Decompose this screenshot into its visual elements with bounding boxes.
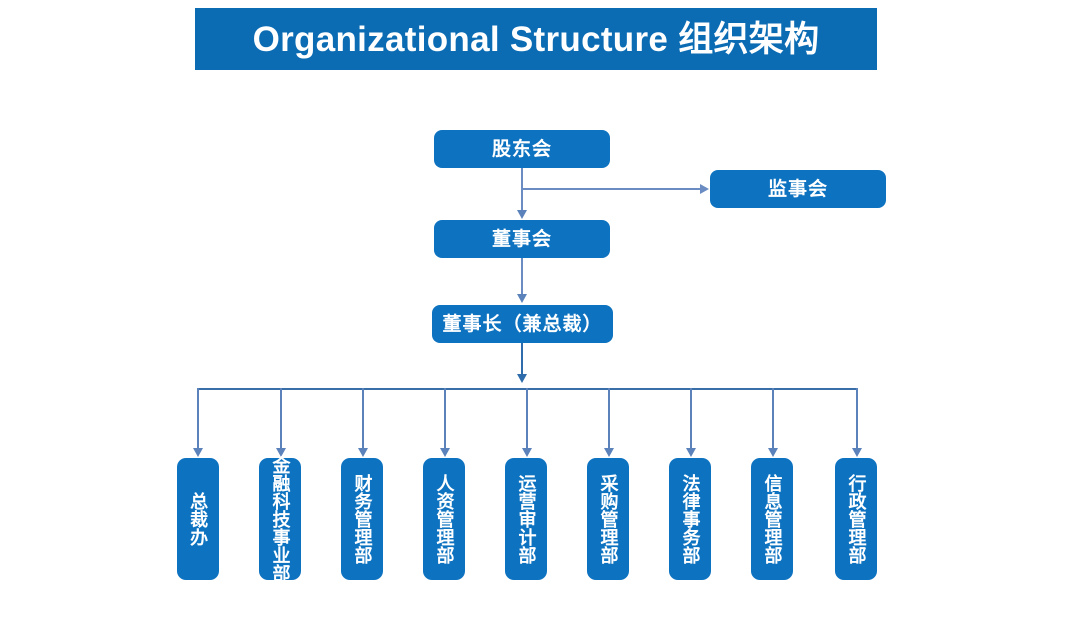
connector-chairman-to-bus: [521, 343, 523, 376]
drop-line-dept-3: [362, 388, 364, 450]
drop-line-dept-5: [526, 388, 528, 450]
drop-line-dept-4: [444, 388, 446, 450]
drop-line-dept-6: [608, 388, 610, 450]
dept-box-3[interactable]: 财务管理部: [341, 458, 383, 580]
node-board-of-supervisors[interactable]: 监事会: [710, 170, 886, 208]
dept-box-8[interactable]: 信息管理部: [751, 458, 793, 580]
arrowhead-dept-3: [358, 448, 368, 457]
dept-box-3-label: 财务管理部: [352, 474, 373, 564]
arrowhead-dept-1: [193, 448, 203, 457]
page-title: Organizational Structure 组织架构: [252, 19, 820, 59]
dept-box-1-label: 总裁办: [188, 492, 209, 546]
arrowhead-dept-9: [852, 448, 862, 457]
dept-box-9-label: 行政管理部: [846, 474, 867, 564]
node-chairman-president-label: 董事长（兼总裁）: [442, 313, 603, 335]
connector-shareholders-to-board: [521, 168, 523, 212]
dept-box-2-label: 金融科技事业部: [270, 456, 291, 582]
connector-board-to-chairman: [521, 258, 523, 296]
node-shareholders-meeting[interactable]: 股东会: [434, 130, 610, 168]
arrowhead-chairman-to-bus: [517, 374, 527, 383]
dept-box-6-label: 采购管理部: [598, 474, 619, 564]
connector-shareholders-to-supervisors: [522, 188, 702, 190]
page-title-banner: Organizational Structure 组织架构: [195, 8, 877, 70]
drop-line-dept-2: [280, 388, 282, 450]
node-board-of-directors-label: 董事会: [491, 228, 552, 250]
dept-box-2[interactable]: 金融科技事业部: [259, 456, 301, 582]
arrowhead-dept-4: [440, 448, 450, 457]
arrowhead-to-supervisors: [700, 184, 709, 194]
node-chairman-president[interactable]: 董事长（兼总裁）: [432, 305, 613, 343]
drop-line-dept-9: [856, 388, 858, 450]
dept-box-5[interactable]: 运营审计部: [505, 458, 547, 580]
dept-box-1[interactable]: 总裁办: [177, 458, 219, 580]
arrowhead-dept-6: [604, 448, 614, 457]
arrowhead-dept-5: [522, 448, 532, 457]
node-board-of-directors[interactable]: 董事会: [434, 220, 610, 258]
dept-box-8-label: 信息管理部: [762, 474, 783, 564]
dept-box-7-label: 法律事务部: [680, 474, 701, 564]
drop-line-dept-8: [772, 388, 774, 450]
arrowhead-shareholders-to-board: [517, 210, 527, 219]
dept-box-7[interactable]: 法律事务部: [669, 458, 711, 580]
arrowhead-dept-8: [768, 448, 778, 457]
drop-line-dept-7: [690, 388, 692, 450]
arrowhead-board-to-chairman: [517, 294, 527, 303]
dept-box-6[interactable]: 采购管理部: [587, 458, 629, 580]
dept-box-9[interactable]: 行政管理部: [835, 458, 877, 580]
node-shareholders-meeting-label: 股东会: [491, 138, 552, 160]
arrowhead-dept-2: [276, 448, 286, 457]
node-board-of-supervisors-label: 监事会: [767, 178, 828, 200]
dept-box-4[interactable]: 人资管理部: [423, 458, 465, 580]
arrowhead-dept-7: [686, 448, 696, 457]
dept-box-4-label: 人资管理部: [434, 474, 455, 564]
drop-line-dept-1: [197, 388, 199, 450]
dept-box-5-label: 运营审计部: [516, 474, 537, 564]
